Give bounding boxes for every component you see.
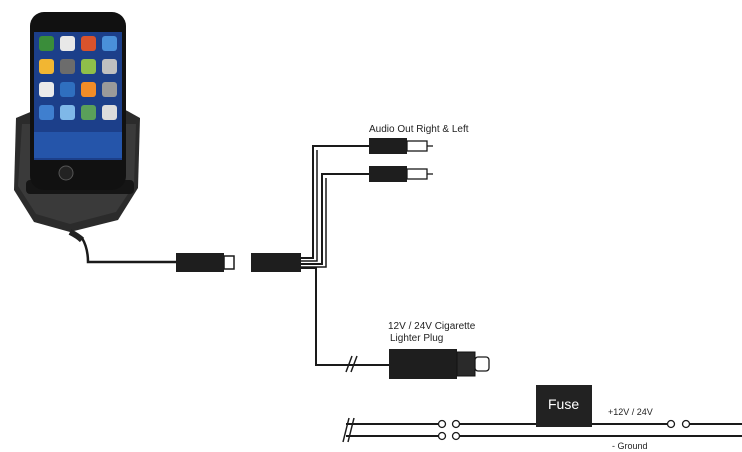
cigarette-lighter-plug [389,349,490,379]
app-icon [60,59,75,74]
power-circuit [342,417,742,443]
app-icon [39,82,54,97]
app-icon [60,105,75,120]
cigarette-label-line1: 12V / 24V Cigarette [388,321,476,332]
app-icon [102,36,117,51]
cradle-cable [80,237,176,264]
positive-label: +12V / 24V [608,407,653,417]
fuse-label: Fuse [548,396,580,412]
break-mark [345,355,353,373]
break-mark-2 [350,355,358,373]
app-icon [81,36,96,51]
app-icon [39,36,54,51]
fuse-box [536,385,592,427]
app-icon [39,59,54,74]
ground-label: - Ground [612,441,648,451]
app-icon [81,105,96,120]
wire-power [301,267,389,366]
wire-audio-2 [301,173,369,265]
app-icon [60,36,75,51]
app-icon [102,59,117,74]
app-icon [39,105,54,120]
app-icon [60,82,75,97]
wire-audio-1b [301,150,318,262]
app-icon [102,82,117,97]
audio-plug-left [369,166,433,182]
app-icon [102,105,117,120]
connector-male [176,253,235,272]
connector-junction [251,253,301,272]
wire-audio-1 [301,145,369,259]
cigarette-label-line2: Lighter Plug [390,333,444,344]
audio-out-label: Audio Out Right & Left [369,124,469,135]
audio-plug-right [369,138,433,154]
app-icon [81,82,96,97]
iphone-icon [30,12,126,190]
app-icon [81,59,96,74]
